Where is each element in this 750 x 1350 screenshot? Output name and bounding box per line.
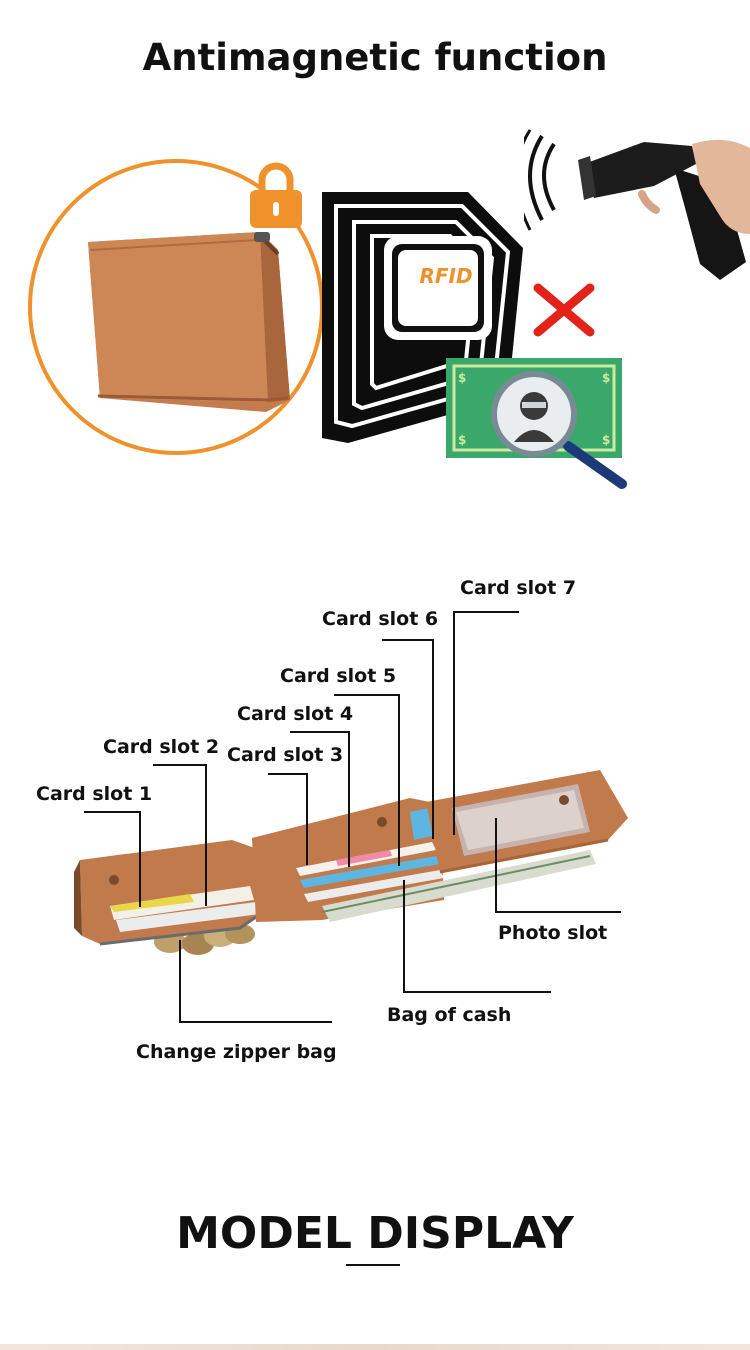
pointer-line-card-slot-6-v xyxy=(432,639,434,839)
closed-wallet-illustration xyxy=(28,159,324,455)
pointer-line-card-slot-2-v xyxy=(205,764,207,906)
label-change-zipper-bag: Change zipper bag xyxy=(136,1041,337,1063)
title-underline xyxy=(346,1264,400,1266)
svg-text:$: $ xyxy=(602,433,610,447)
svg-text:$: $ xyxy=(458,371,466,385)
barcode-scanner-icon xyxy=(524,129,750,280)
pointer-line-card-slot-2-h xyxy=(153,764,207,766)
label-photo-slot: Photo slot xyxy=(498,922,608,944)
pointer-line-photo-slot-v xyxy=(495,818,497,913)
pointer-line-card-slot-1-v xyxy=(139,811,141,907)
pointer-line-change-zipper-v xyxy=(179,940,181,1023)
label-card-slot-3: Card slot 3 xyxy=(227,744,344,766)
pointer-line-card-slot-4-h xyxy=(290,731,350,733)
pointer-line-card-slot-7-v xyxy=(453,611,455,835)
pointer-line-card-slot-7-h xyxy=(453,611,519,613)
rfid-badge-text: RFID xyxy=(419,264,473,288)
label-card-slot-1: Card slot 1 xyxy=(36,783,153,805)
padlock-icon xyxy=(250,162,302,228)
red-cross-icon xyxy=(533,283,595,337)
pointer-line-change-zipper-h xyxy=(179,1021,332,1023)
pointer-line-card-slot-1-h xyxy=(84,811,141,813)
svg-text:$: $ xyxy=(458,433,466,447)
label-card-slot-6: Card slot 6 xyxy=(322,608,439,630)
svg-text:$: $ xyxy=(602,371,610,385)
pointer-line-bag-of-cash-v xyxy=(403,880,405,993)
label-card-slot-7: Card slot 7 xyxy=(460,577,577,599)
pointer-line-photo-slot-h xyxy=(495,911,621,913)
label-bag-of-cash: Bag of cash xyxy=(387,1004,512,1026)
label-card-slot-2: Card slot 2 xyxy=(103,736,220,758)
pointer-line-card-slot-5-v xyxy=(398,694,400,866)
model-display-title: MODEL DISPLAY xyxy=(176,1208,574,1259)
pointer-line-card-slot-4-v xyxy=(348,731,350,867)
label-card-slot-4: Card slot 4 xyxy=(237,703,354,725)
pointer-line-card-slot-5-h xyxy=(334,694,400,696)
antimagnetic-title: Antimagnetic function xyxy=(142,36,608,79)
pointer-line-card-slot-6-h xyxy=(382,639,434,641)
money-thief-icon: $ $ $ $ xyxy=(446,358,627,489)
next-section-strip xyxy=(0,1344,750,1350)
rfid-badge: RFID xyxy=(396,264,496,288)
pointer-line-card-slot-3-h xyxy=(268,773,308,775)
pointer-line-bag-of-cash-h xyxy=(403,991,551,993)
label-card-slot-5: Card slot 5 xyxy=(280,665,397,687)
pointer-line-card-slot-3-v xyxy=(306,773,308,865)
